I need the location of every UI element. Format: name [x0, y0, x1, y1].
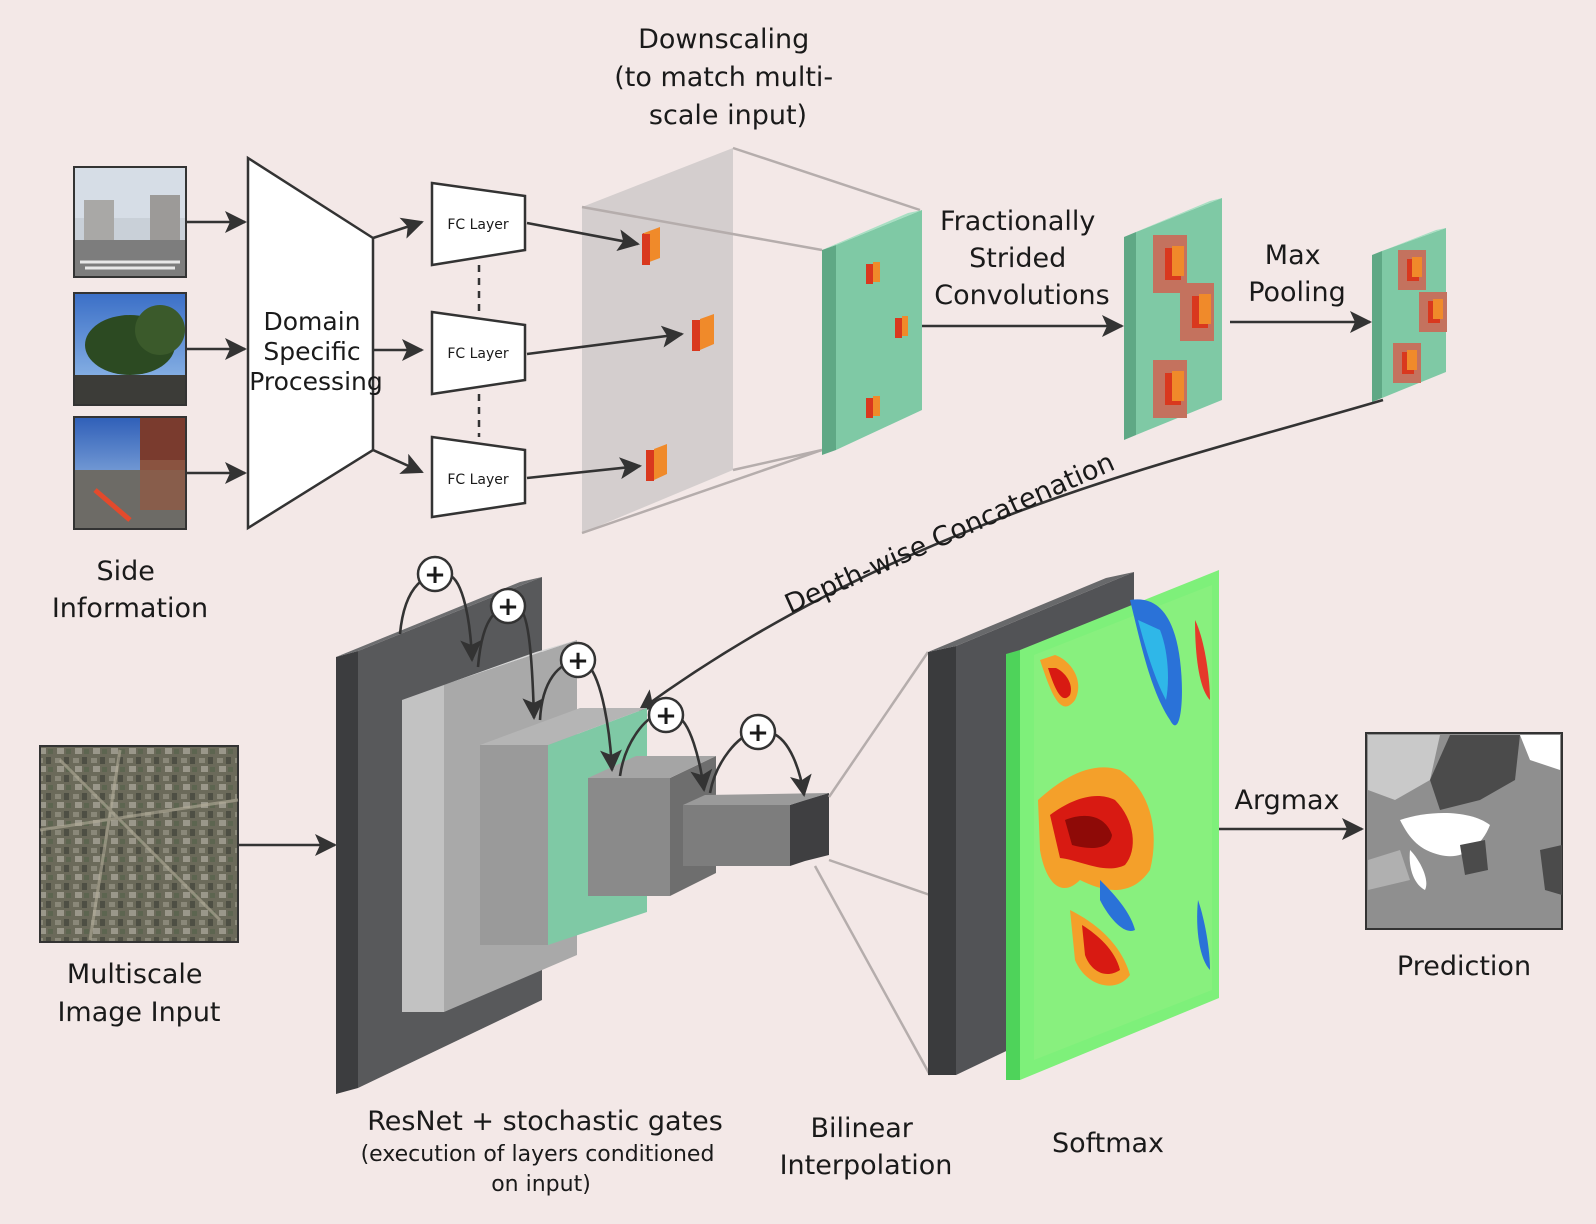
plus-circle-5: +: [739, 713, 777, 751]
side-image-street-2: [73, 416, 187, 530]
bilinear-label: Bilinear Interpolation: [780, 1113, 953, 1181]
proj-line-2: [732, 146, 921, 212]
interp-line-1: [827, 651, 930, 798]
side-image-street-1: [73, 166, 187, 278]
plus-circle-3: +: [559, 641, 597, 679]
plus-circle-1: +: [416, 555, 454, 593]
argmax-label: Argmax: [1234, 785, 1339, 816]
feature-map-upsampled: [1124, 198, 1222, 440]
feature-map-downscaled: [822, 210, 922, 455]
svg-text:FC Layer: FC Layer: [447, 217, 509, 233]
fc-layer-2: FC Layer: [430, 310, 527, 396]
svg-text:FC Layer: FC Layer: [447, 472, 509, 488]
prediction-map: [1365, 732, 1563, 930]
max-pooling-label: Max Pooling: [1248, 240, 1346, 308]
arrow-domain-fc3: [372, 448, 424, 474]
resnet-layer-5: [683, 793, 829, 866]
fc-output-block-2: [692, 314, 714, 351]
svg-text:+: +: [497, 592, 519, 622]
downscaling-label: Downscaling (to match multi- scale input…: [614, 24, 842, 131]
softmax-heatmap: [1006, 570, 1219, 1080]
svg-text:+: +: [655, 701, 677, 731]
plus-circle-2: +: [489, 587, 527, 625]
resnet-label: ResNet + stochastic gates: [367, 1106, 723, 1137]
fc-layer-3: FC Layer: [430, 435, 527, 519]
fc-layer-1: FC Layer: [430, 181, 527, 267]
softmax-label: Softmax: [1052, 1128, 1164, 1159]
interp-line-3: [813, 865, 932, 1076]
fractionally-strided-label: Fractionally Strided Convolutions: [934, 206, 1109, 311]
feature-map-pooled: [1372, 228, 1447, 402]
arrow-fc1-block: [526, 221, 640, 252]
domain-processing-label: Domain Specific Processing: [249, 307, 383, 396]
arrow-fc2-block: [526, 325, 684, 356]
arrow-domain-fc1: [372, 217, 424, 240]
proj-line-4: [732, 448, 823, 472]
proj-line-3: [581, 448, 823, 535]
fc-output-block-3: [646, 444, 667, 481]
svg-text:+: +: [747, 718, 769, 748]
proj-line-1: [581, 205, 823, 252]
arrow-depth-concat: [638, 398, 1384, 712]
resnet-note: (execution of layers conditioned on inpu…: [361, 1142, 722, 1197]
plus-circle-4: +: [647, 696, 685, 734]
svg-text:+: +: [567, 646, 589, 676]
svg-text:+: +: [424, 560, 446, 590]
svg-text:FC Layer: FC Layer: [447, 346, 509, 362]
side-info-label: Side Information: [52, 556, 208, 624]
fc-output-block-1: [642, 227, 660, 265]
prediction-label: Prediction: [1397, 951, 1531, 982]
multiscale-image: [39, 745, 239, 943]
interp-line-2: [828, 858, 931, 897]
arrow-fc3-block: [526, 457, 642, 480]
multiscale-label: Multiscale Image Input: [57, 959, 220, 1028]
side-image-trees: [73, 292, 187, 406]
